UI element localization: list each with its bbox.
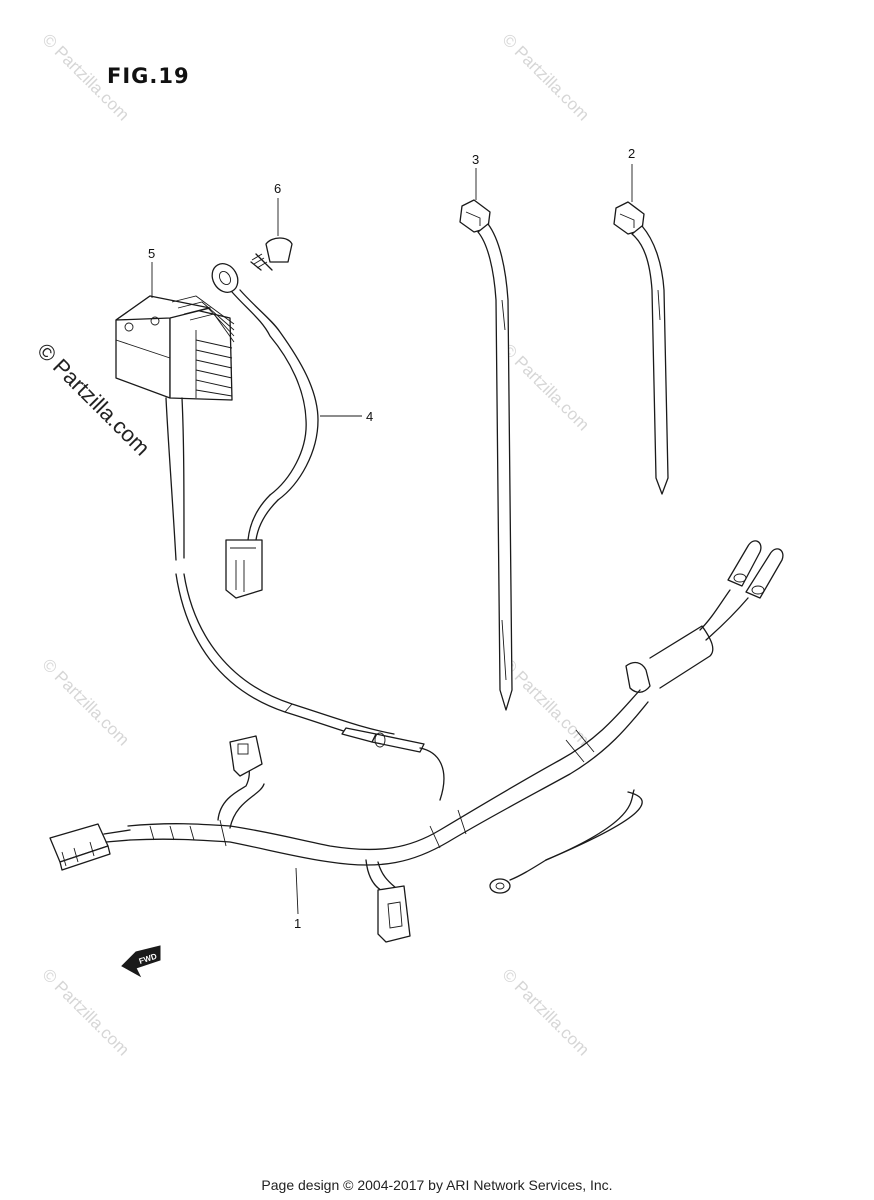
callout-5: 5 <box>148 246 155 261</box>
callout-2: 2 <box>628 146 635 161</box>
callout-4: 4 <box>366 409 373 424</box>
figure-title: FIG.19 <box>107 64 190 88</box>
bolt <box>250 237 293 271</box>
page-footer: Page design © 2004-2017 by ARI Network S… <box>261 1177 613 1193</box>
bullet-connector <box>341 727 425 753</box>
cable-tie-short <box>613 201 669 495</box>
cable-tie-long <box>459 199 513 711</box>
callout-6: 6 <box>274 181 281 196</box>
ground-lead <box>211 263 319 599</box>
regulator-unit <box>115 295 235 401</box>
callout-3: 3 <box>472 152 479 167</box>
callout-1: 1 <box>294 916 301 931</box>
wiring-harness <box>49 540 784 943</box>
forward-arrow-icon: FWD <box>121 945 161 978</box>
